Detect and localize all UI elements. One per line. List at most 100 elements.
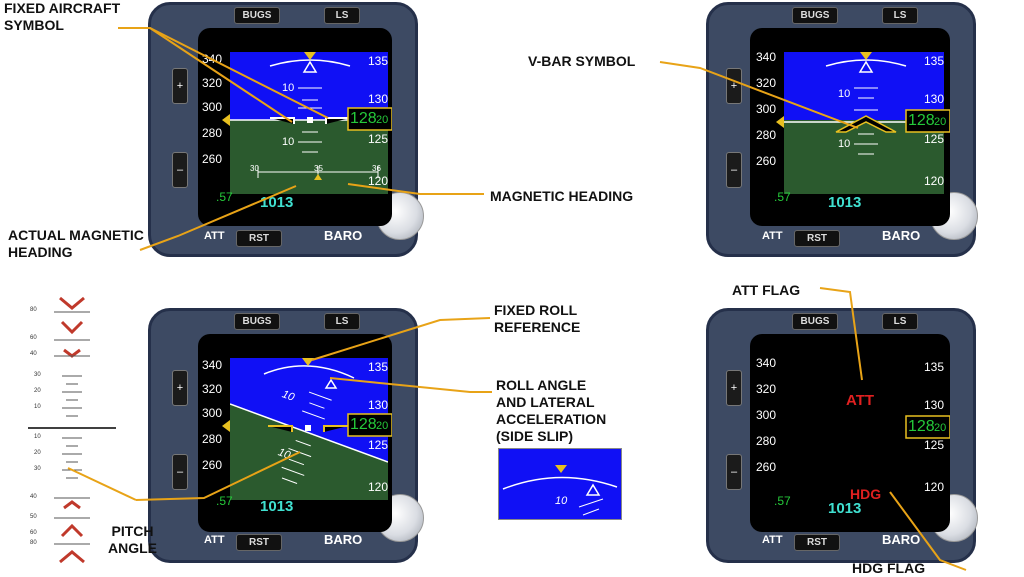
- pitch-scale-label: 30: [34, 466, 41, 472]
- speed-tick-label: 120: [368, 480, 389, 494]
- altitude-tick-label: 320: [756, 76, 777, 90]
- pitch-scale-label: 30: [34, 372, 41, 378]
- bugs-button[interactable]: BUGS: [792, 313, 838, 330]
- speed-tick-label: 120: [924, 480, 945, 494]
- roll-inset: 10: [498, 448, 622, 520]
- pitch-scale-label: 20: [34, 388, 41, 394]
- baro-label: BARO: [882, 228, 921, 243]
- altitude-tick-label: 260: [756, 154, 777, 168]
- altitude-tick-label: 300: [202, 100, 223, 114]
- ls-button[interactable]: LS: [882, 7, 918, 24]
- display-screen: 340 320 300 280 260 135 130 125 120 128 …: [198, 28, 392, 226]
- pitch-scale-label: 20: [34, 450, 41, 456]
- pfd-unit-main: BUGS LS RST ATT BARO + – 340 320 300 280: [148, 2, 424, 262]
- label-hdg-flag: HDG FLAG: [852, 560, 926, 576]
- display-screen: 340 320 300 280 260 135 130 125 120 128 …: [198, 334, 392, 532]
- pitch-scale-label: 80: [30, 540, 37, 546]
- attitude-overlay: [222, 52, 392, 180]
- pitch-scale-label: 10: [34, 404, 41, 410]
- pitch-scale-label: 80: [30, 307, 37, 313]
- rst-button[interactable]: RST: [236, 230, 282, 247]
- altitude-tick-label: 260: [202, 458, 223, 472]
- speed-readout: 128: [908, 112, 935, 129]
- speed-tick-label: 120: [368, 174, 389, 188]
- att-button-label[interactable]: ATT: [762, 230, 783, 242]
- flag-overlay: [905, 415, 950, 439]
- pitch-scale-label: 40: [30, 494, 37, 500]
- ls-button[interactable]: LS: [324, 313, 360, 330]
- mach-readout: .57: [216, 190, 233, 204]
- speed-readout: 128: [350, 416, 377, 433]
- altitude-tick-label: 320: [756, 382, 777, 396]
- speed-readout-small: 20: [376, 420, 389, 432]
- speed-readout: 128: [350, 110, 377, 127]
- plus-button[interactable]: +: [172, 68, 188, 104]
- speed-readout-small: 20: [376, 114, 389, 126]
- altitude-tick-label: 320: [202, 382, 223, 396]
- pitch-mark-label: 10: [838, 88, 851, 100]
- bugs-button[interactable]: BUGS: [792, 7, 838, 24]
- label-vbar: V-BAR SYMBOL: [528, 53, 636, 69]
- att-button-label[interactable]: ATT: [204, 534, 225, 546]
- speed-tick-label: 125: [924, 132, 945, 146]
- baro-label: BARO: [324, 532, 363, 547]
- pitch-mark-label: 10: [282, 82, 295, 94]
- speed-tick-label: 125: [924, 438, 945, 452]
- altitude-tick-label: 280: [202, 432, 223, 446]
- display-screen: 340 320 300 280 260 135 130 125 120 128 …: [750, 334, 950, 532]
- speed-tick-label: 135: [924, 360, 945, 374]
- altitude-tick-label: 260: [756, 460, 777, 474]
- altitude-tick-label: 300: [756, 102, 777, 116]
- bugs-button[interactable]: BUGS: [234, 7, 280, 24]
- plus-button[interactable]: +: [172, 370, 188, 406]
- altitude-tick-label: 280: [756, 128, 777, 142]
- heading-scale-label: 36: [372, 164, 381, 173]
- bugs-button[interactable]: BUGS: [234, 313, 280, 330]
- altitude-tick-label: 280: [756, 434, 777, 448]
- altitude-tick-label: 340: [756, 356, 777, 370]
- mach-readout: .57: [774, 190, 791, 204]
- heading-scale-label: 35: [314, 164, 323, 173]
- altitude-tick-label: 340: [756, 50, 777, 64]
- mach-readout: .57: [216, 494, 233, 508]
- pitch-mark-label: 10: [282, 136, 295, 148]
- plus-button[interactable]: +: [726, 370, 742, 406]
- speed-tick-label: 135: [368, 360, 389, 374]
- ls-button[interactable]: LS: [324, 7, 360, 24]
- speed-tick-label: 120: [924, 174, 945, 188]
- speed-tick-label: 130: [368, 398, 389, 412]
- minus-button[interactable]: –: [172, 454, 188, 490]
- heading-scale-label: 30: [250, 164, 259, 173]
- att-flag: ATT: [846, 392, 875, 409]
- speed-tick-label: 130: [924, 92, 945, 106]
- rst-button[interactable]: RST: [794, 230, 840, 247]
- rst-button[interactable]: RST: [794, 534, 840, 551]
- att-button-label[interactable]: ATT: [204, 230, 225, 242]
- ls-button[interactable]: LS: [882, 313, 918, 330]
- plus-button[interactable]: +: [726, 68, 742, 104]
- minus-button[interactable]: –: [726, 454, 742, 490]
- pitch-scale-label: 50: [30, 514, 37, 520]
- pfd-unit-roll: BUGS LS RST ATT BARO + –: [148, 308, 424, 568]
- minus-button[interactable]: –: [726, 152, 742, 188]
- speed-tick-label: 135: [924, 54, 945, 68]
- altitude-tick-label: 260: [202, 152, 223, 166]
- label-att-flag: ATT FLAG: [732, 282, 801, 298]
- speed-tick-label: 130: [368, 92, 389, 106]
- inset-pitch-label: 10: [555, 495, 568, 507]
- pitch-scale-label: 40: [30, 351, 37, 357]
- hdg-flag: HDG: [850, 486, 882, 502]
- minus-button[interactable]: –: [172, 152, 188, 188]
- baro-label: BARO: [324, 228, 363, 243]
- rst-button[interactable]: RST: [236, 534, 282, 551]
- att-button-label[interactable]: ATT: [762, 534, 783, 546]
- speed-readout: 128: [908, 418, 935, 435]
- altitude-tick-label: 340: [202, 358, 223, 372]
- baro-setting: 1013: [260, 498, 294, 515]
